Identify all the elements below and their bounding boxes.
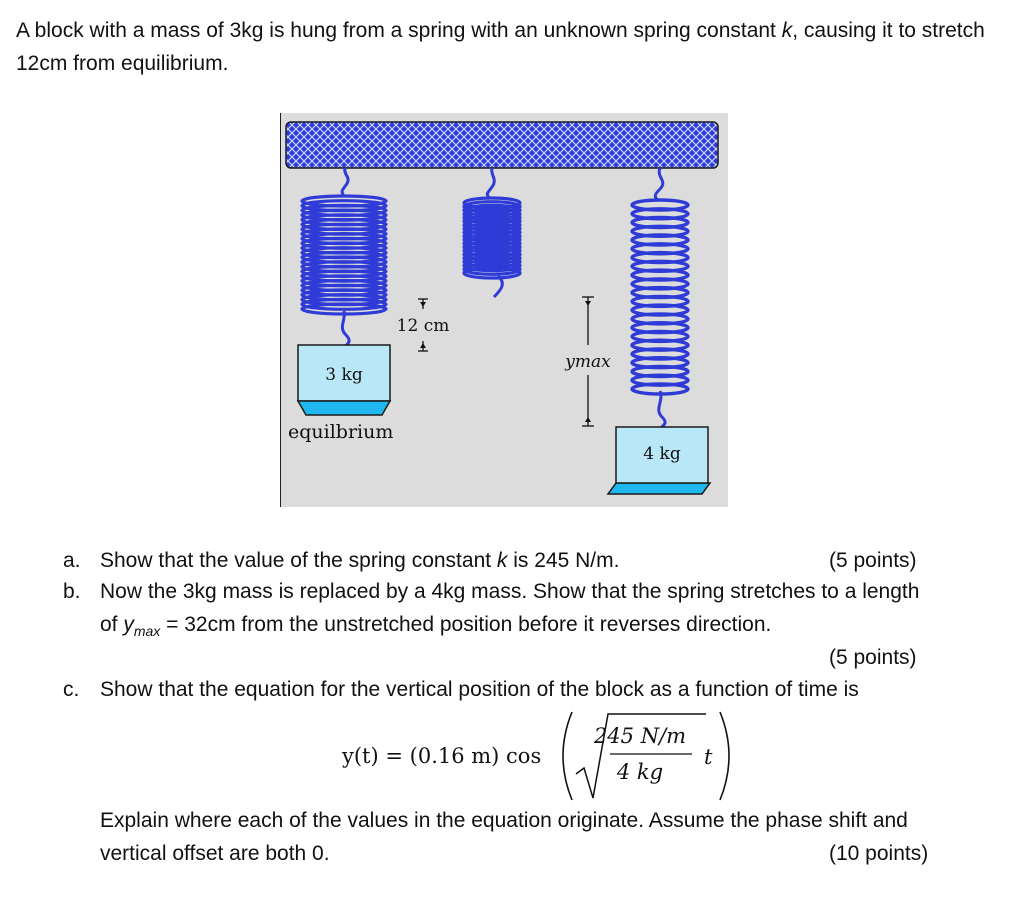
ceiling — [285, 121, 719, 169]
equation-t: t — [704, 745, 713, 769]
marker-a: a. — [63, 549, 81, 572]
equation: y(t) = (0.16 m) cos 245 N/m 4 kg t — [340, 706, 740, 806]
problem-intro: A block with a mass of 3kg is hung from … — [16, 14, 1006, 80]
question-c-line3: vertical offset are both 0. — [100, 842, 330, 865]
dimension-ymax — [582, 296, 594, 427]
question-c-line2: Explain where each of the values in the … — [100, 809, 908, 832]
points-a: (5 points) — [829, 549, 917, 572]
equation-denominator: 4 kg — [616, 760, 663, 784]
label-equilibrium: equilbrium — [288, 421, 393, 443]
left-paren — [562, 711, 573, 801]
points-b: (5 points) — [829, 646, 917, 669]
intro-text-1: A block with a mass of 3kg is hung from … — [16, 19, 782, 42]
spring-2 — [462, 167, 522, 299]
label-ymax: ymax — [564, 352, 611, 372]
equation-svg: y(t) = (0.16 m) cos 245 N/m 4 kg t — [341, 711, 730, 801]
right-paren — [719, 711, 730, 801]
intro-text-2: , causing it to stretch 12cm from equili… — [16, 19, 985, 75]
label-4kg: 4 kg — [643, 444, 681, 464]
question-b-line1: Now the 3kg mass is replaced by a 4kg ma… — [100, 580, 920, 603]
spring-diagram: 3 kg equilbrium 12 cm ymax 4 kg — [280, 113, 728, 507]
points-c: (10 points) — [829, 842, 929, 865]
sqrt-sign — [575, 713, 706, 799]
intro-k: k — [781, 19, 793, 42]
block-4kg: 4 kg — [606, 426, 712, 495]
spring-1 — [300, 167, 388, 350]
spring-figure: 3 kg equilbrium 12 cm ymax 4 kg — [280, 113, 728, 507]
equation-lhs: y(t) = (0.16 m) cos — [341, 744, 541, 768]
marker-b: b. — [63, 580, 81, 603]
question-a: Show that the value of the spring consta… — [100, 549, 620, 572]
question-c-line1: Show that the equation for the vertical … — [100, 678, 859, 701]
spring-coil — [462, 262, 522, 276]
spring-coil — [300, 297, 388, 311]
question-b-line2: of ymax = 32cm from the unstretched posi… — [100, 613, 772, 640]
label-3kg: 3 kg — [325, 365, 363, 385]
spring-coil — [462, 259, 522, 273]
dimension-12cm — [418, 298, 428, 352]
spring-coil — [462, 266, 522, 280]
block-3kg: 3 kg — [296, 344, 392, 416]
equation-numerator: 245 N/m — [593, 724, 686, 748]
marker-c: c. — [63, 678, 80, 701]
label-12cm: 12 cm — [397, 316, 450, 336]
spring-3 — [630, 167, 690, 432]
